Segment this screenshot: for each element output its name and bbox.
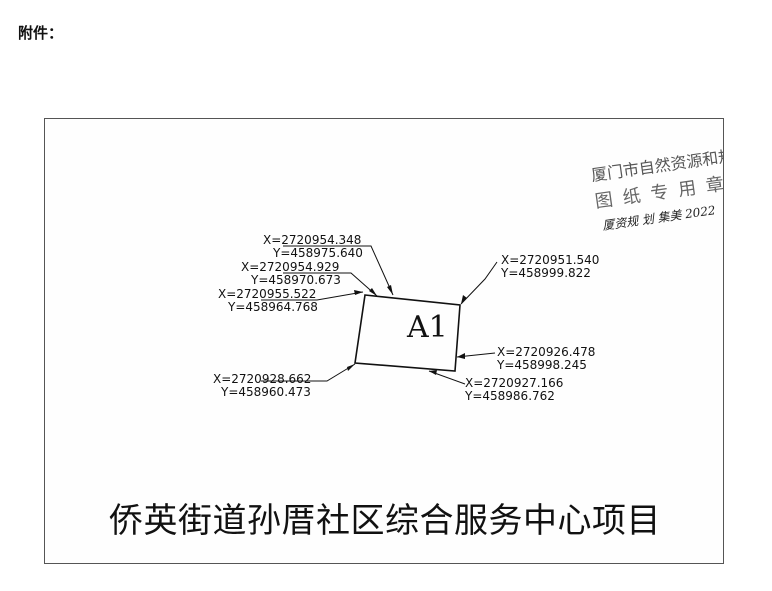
leader-arrowheads [347,285,467,375]
parcel-label: A1 [406,310,448,345]
vertex-1-x: X=2720954.348 [263,233,361,247]
vertex-4-x: X=2720951.540 [501,253,599,267]
parcel-boundary [354,294,461,372]
vertex-6-x: X=2720927.166 [465,376,563,390]
vertex-2-x: X=2720954.929 [241,260,339,274]
survey-drawing: X=2720954.348 Y=458975.640 X=2720954.929… [44,118,724,564]
arrowhead [461,295,467,304]
leader-line [283,272,378,297]
arrowhead [354,290,363,295]
leader-lines [261,245,498,385]
vertex-5-y: Y=458998.245 [496,358,587,372]
vertex-1-y: Y=458975.640 [272,246,363,260]
vertex-3-x: X=2720955.522 [218,287,316,301]
project-title: 侨英街道孙厝社区综合服务中心项目 [109,501,661,541]
vertex-7-y: Y=458960.473 [220,385,311,399]
arrowhead [369,288,377,296]
arrowhead [347,364,355,371]
leader-line [261,363,356,382]
vertex-3-y: Y=458964.768 [227,300,318,314]
arrowhead [429,370,437,375]
vertex-2-y: Y=458970.673 [250,273,341,287]
arrowhead [457,353,465,359]
vertex-7-x: X=2720928.662 [213,372,311,386]
arrowhead [387,285,393,295]
attachment-heading: 附件： [18,24,64,42]
vertex-5-x: X=2720926.478 [497,345,595,359]
vertex-6-y: Y=458986.762 [464,389,555,403]
leader-line [261,291,364,301]
parcel-diagram: X=2720954.348 Y=458975.640 X=2720954.929… [213,233,599,403]
leader-line [283,245,394,296]
leader-line [460,261,498,305]
vertex-4-y: Y=458999.822 [500,266,591,280]
